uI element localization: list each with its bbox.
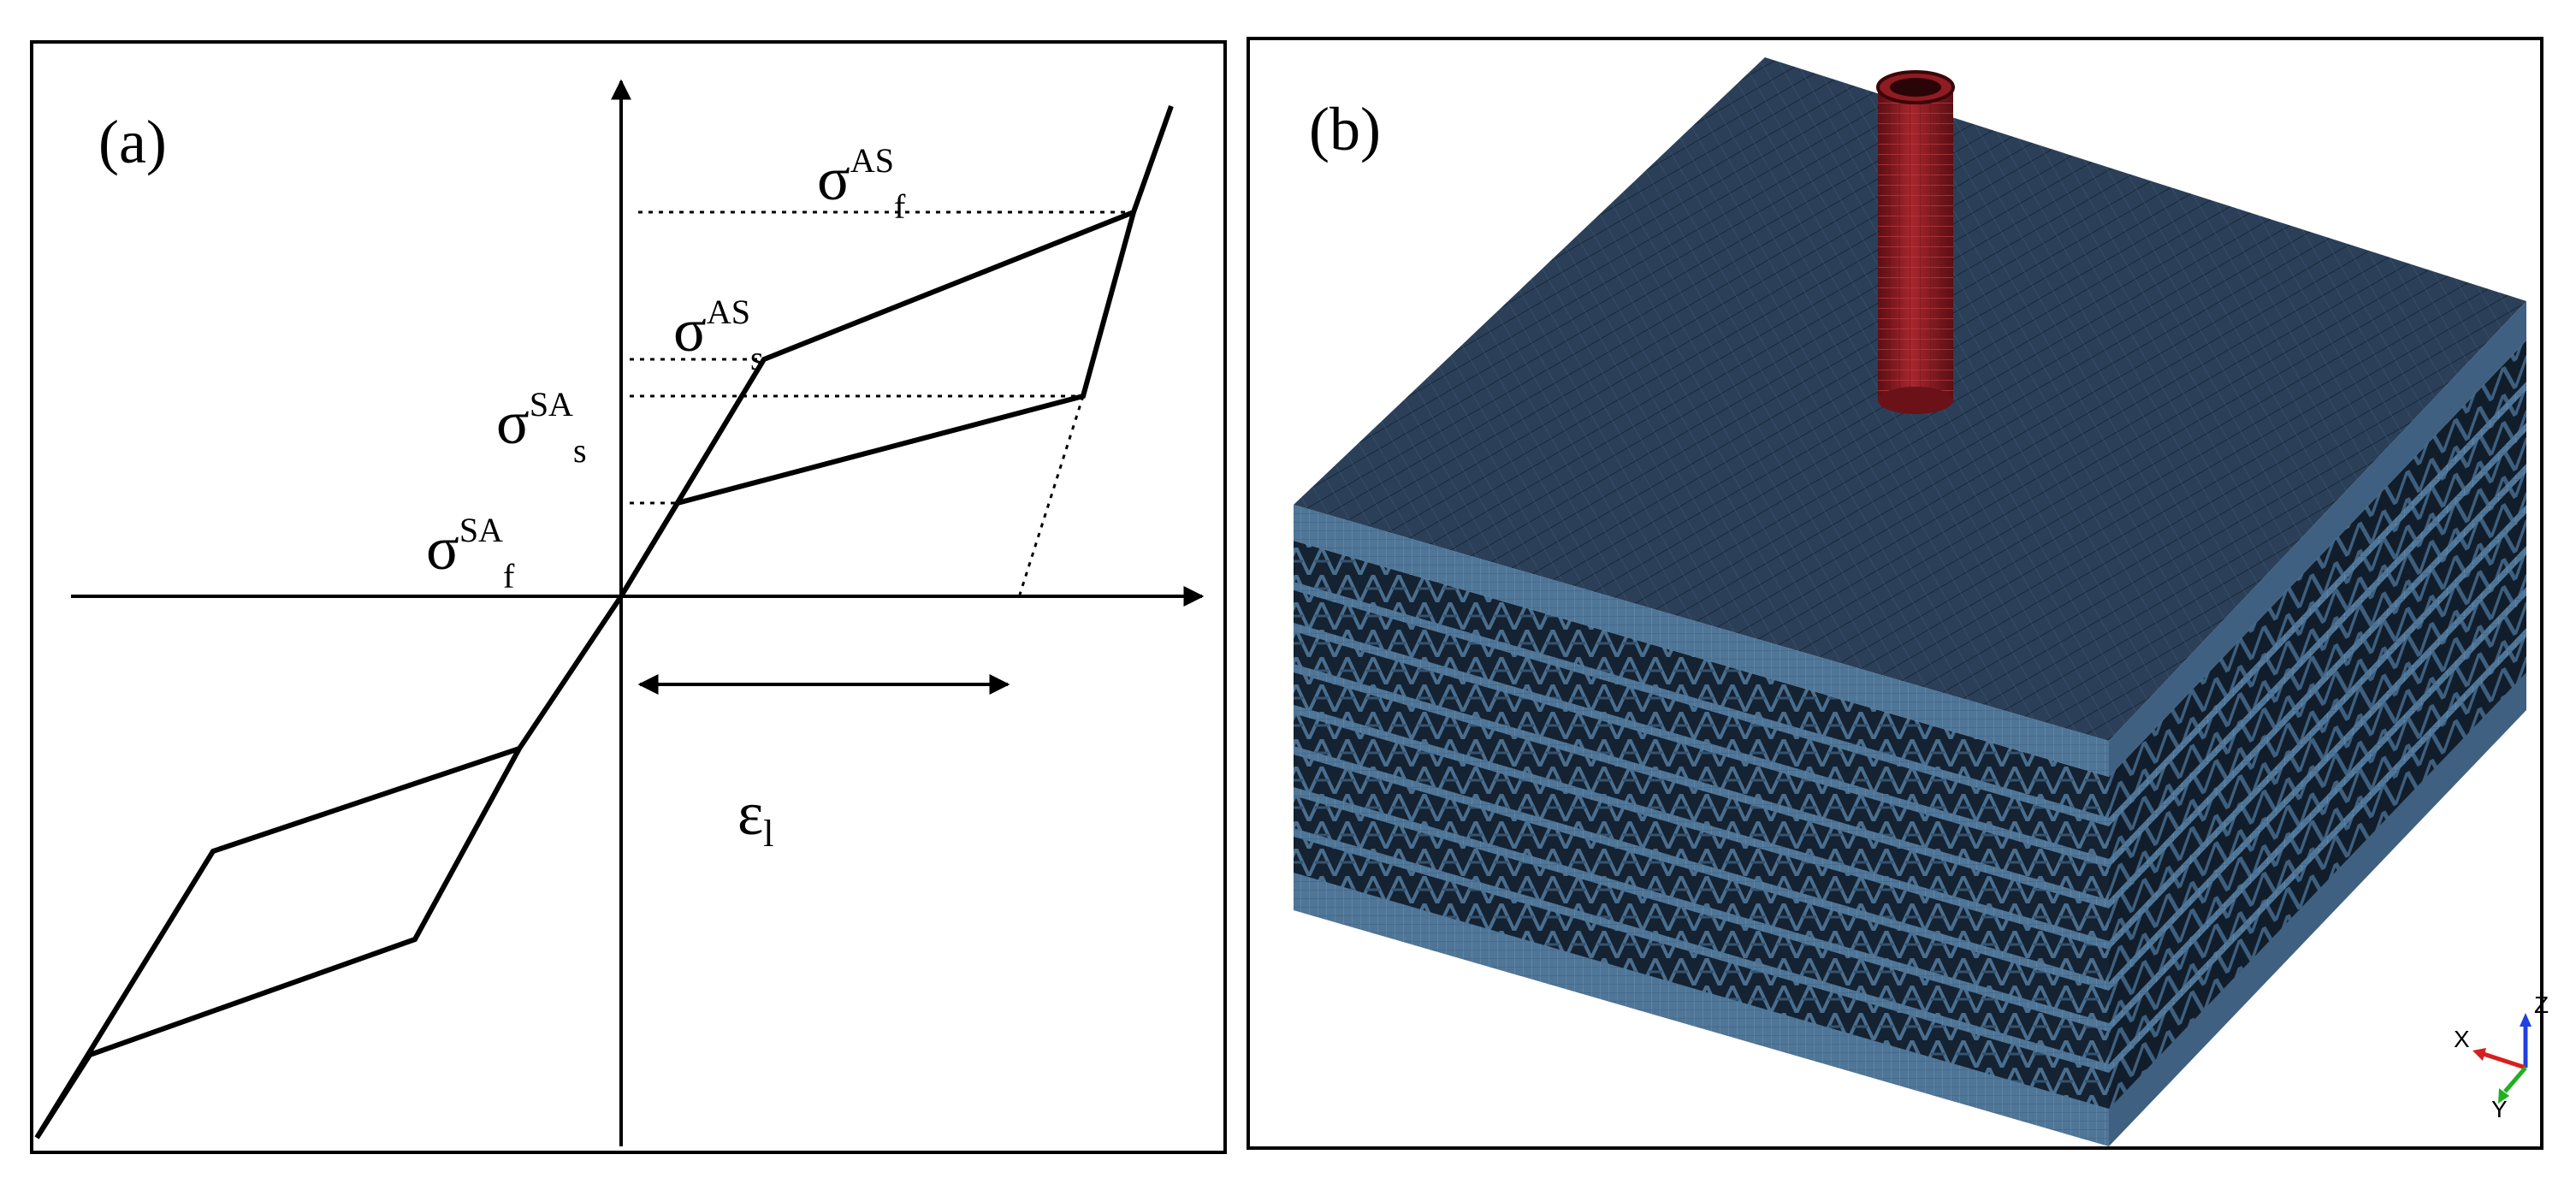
panel-a: (a) σASf σASs σSAs σSAf εl: [30, 40, 1227, 1154]
label-sigma-AS-f: σASf: [817, 141, 906, 226]
tension-hysteresis-curve: [619, 104, 1174, 598]
triad-z-label: Z: [2534, 992, 2549, 1018]
panel-a-label: (a): [98, 108, 167, 176]
guide-residual-unloading: [1018, 395, 1085, 595]
panel-b: (b): [1247, 37, 2549, 1150]
top-sheet-side-edge: [2109, 301, 2526, 777]
panel-b-label: (b): [1309, 95, 1381, 163]
compression-hysteresis-curve: [34, 595, 624, 1140]
label-sigma-AS-s: σASs: [673, 293, 764, 377]
label-strain-epsilon-l: εl: [737, 779, 773, 855]
top-sheet-front-edge: [1294, 505, 2109, 777]
label-sigma-SA-f: σSAf: [426, 511, 515, 595]
triad-x-label: X: [2454, 1026, 2470, 1052]
indenter-cylinder: [1876, 70, 1955, 414]
axis-triad: Z X Y: [2454, 992, 2549, 1122]
triad-y-label: Y: [2491, 1096, 2508, 1122]
intermediate-sheets: [1294, 382, 2526, 1073]
label-sigma-SA-s: σSAs: [496, 385, 587, 470]
bottom-face-sheet: [1294, 672, 2526, 1146]
